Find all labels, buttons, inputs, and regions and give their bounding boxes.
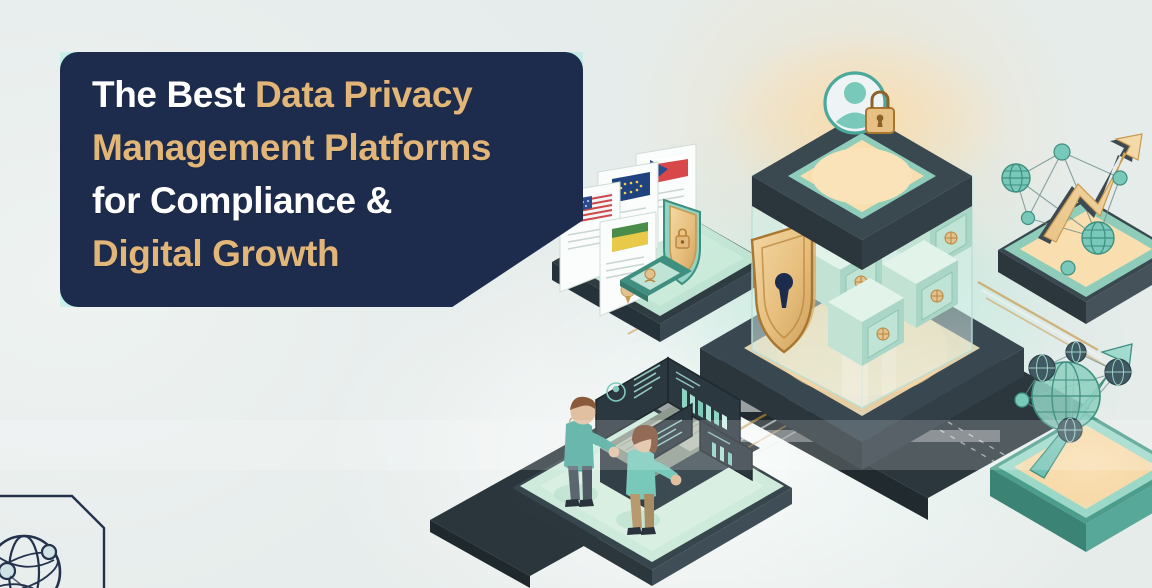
keyhole-shield-icon bbox=[750, 220, 816, 354]
headline-card bbox=[60, 52, 583, 307]
padlock-icon bbox=[865, 90, 895, 134]
wireframe-globes bbox=[1001, 143, 1128, 276]
scene-operators-control-room bbox=[512, 356, 792, 586]
globe-icon bbox=[0, 534, 62, 588]
operator-standing-left bbox=[554, 396, 620, 507]
operator-standing-right bbox=[616, 424, 682, 535]
growth-arrow-icon bbox=[1038, 133, 1143, 244]
scene-central-data-vault: 101 100 011 01 101 010 010 11 101 01 011… bbox=[700, 71, 1024, 470]
id-card-device bbox=[620, 255, 692, 302]
scene-global-reach bbox=[990, 341, 1152, 552]
network-globe-logo[interactable] bbox=[0, 470, 132, 588]
scene-compliance-documents bbox=[552, 143, 768, 342]
svg-text:0: 0 bbox=[782, 221, 787, 231]
scene-growth-analytics bbox=[998, 133, 1152, 324]
